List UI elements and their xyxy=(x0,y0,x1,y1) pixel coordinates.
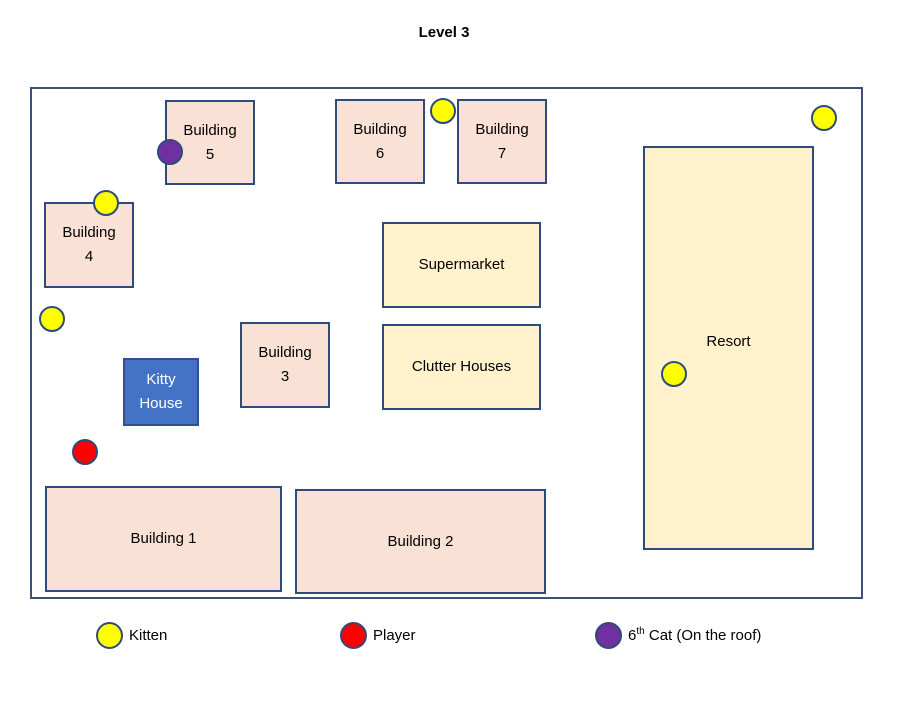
building-4-label: Building 4 xyxy=(62,224,116,265)
kitten-marker xyxy=(39,306,65,332)
building-3-label: Building 3 xyxy=(258,344,312,385)
clutter-houses-label: Clutter Houses xyxy=(411,358,512,375)
building-5-label: Building 5 xyxy=(183,121,237,163)
legend-player: Player xyxy=(340,620,416,650)
building-7: Building 7 xyxy=(457,99,547,184)
kitten-marker xyxy=(93,190,119,216)
kitty-house-label: Kitty House xyxy=(139,371,183,412)
clutter-houses: Clutter Houses xyxy=(382,324,541,410)
building-6-label: Building 6 xyxy=(353,120,407,162)
kitten-marker xyxy=(661,361,687,387)
building-7-label: Building 7 xyxy=(475,120,529,162)
building-1-label: Building 1 xyxy=(130,530,197,547)
sixth-cat-marker xyxy=(157,139,183,165)
building-2: Building 2 xyxy=(295,489,546,594)
sixth-cat-legend-icon xyxy=(595,621,622,649)
supermarket-label: Supermarket xyxy=(418,256,505,273)
building-1: Building 1 xyxy=(45,486,282,592)
legend-sixth-cat: 6th Cat (On the roof) xyxy=(595,620,761,650)
supermarket: Supermarket xyxy=(382,222,541,308)
kitten-marker xyxy=(430,98,456,124)
kitten-legend-icon xyxy=(96,621,123,649)
level-map xyxy=(30,87,863,599)
player-marker xyxy=(72,439,98,465)
building-4: Building 4 xyxy=(44,202,134,288)
legend-player-label: Player xyxy=(373,626,416,644)
kitten-marker xyxy=(811,105,837,131)
kitty-house: Kitty House xyxy=(123,358,199,426)
building-3: Building 3 xyxy=(240,322,330,408)
level-title: Level 3 xyxy=(418,24,470,41)
player-legend-icon xyxy=(340,621,367,649)
resort: Resort xyxy=(643,146,814,550)
legend-kitten: Kitten xyxy=(96,620,167,650)
building-2-label: Building 2 xyxy=(387,532,454,550)
resort-label: Resort xyxy=(706,333,751,350)
legend-sixth-cat-label: 6th Cat (On the roof) xyxy=(628,626,762,644)
legend-kitten-label: Kitten xyxy=(129,626,168,644)
building-6: Building 6 xyxy=(335,99,425,184)
